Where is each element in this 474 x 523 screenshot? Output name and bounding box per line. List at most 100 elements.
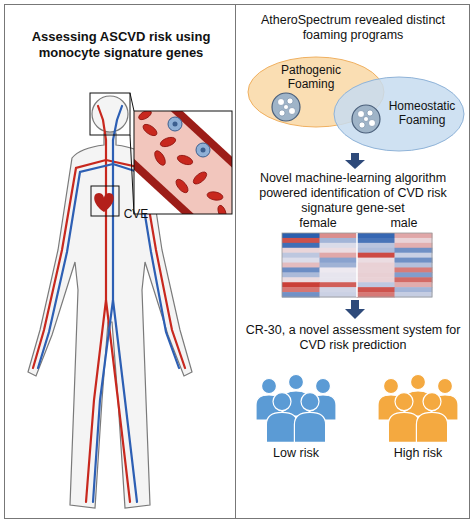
foam-cell: [352, 105, 380, 133]
heat-cell: [282, 272, 320, 277]
heat-cell: [395, 238, 433, 243]
risk-label: Low risk: [273, 446, 319, 461]
human-head: [92, 96, 128, 132]
heat-cell: [395, 282, 433, 287]
lipid-droplet: [278, 99, 285, 106]
person-body: [416, 412, 447, 442]
lipid-droplet: [279, 110, 285, 116]
person-head: [289, 375, 304, 390]
lipid-droplet: [284, 105, 289, 110]
heat-cell: [395, 233, 433, 238]
heat-cell: [395, 263, 433, 268]
heat-cell: [357, 272, 395, 277]
person-body: [266, 412, 297, 442]
heat-cell: [282, 233, 320, 238]
heat-cell: [357, 287, 395, 292]
column-label: female: [299, 216, 337, 231]
heat-cell: [282, 287, 320, 292]
zoom-line: [130, 93, 134, 111]
person-body: [388, 412, 419, 442]
step-text: AtheroSpectrum revealed distinct foaming…: [248, 13, 458, 43]
inset-frame: [134, 111, 232, 214]
heart-symbol: [94, 193, 113, 212]
heat-cell: [357, 282, 395, 287]
event-label: CVE: [124, 207, 149, 221]
heat-cell: [357, 267, 395, 272]
heat-cell: [320, 248, 358, 253]
heat-cell: [357, 243, 395, 248]
heat-cell: [395, 277, 433, 282]
heat-cell: [357, 253, 395, 258]
heat-cell: [320, 277, 358, 282]
heat-cell: [357, 263, 395, 268]
heat-cell: [282, 258, 320, 263]
blob-ellipse: [334, 77, 464, 151]
heat-cell: [282, 238, 320, 243]
heat-cell: [320, 233, 358, 238]
heat-cell: [282, 263, 320, 268]
heart-box: [91, 186, 119, 216]
heat-cell: [320, 258, 358, 263]
heatmap: [282, 233, 433, 298]
heat-cell: [395, 287, 433, 292]
heat-cell: [320, 272, 358, 277]
heat-cell: [282, 253, 320, 258]
heat-cell: [395, 248, 433, 253]
heat-cell: [320, 238, 358, 243]
step-text: CR-30, a novel assessment system for CVD…: [244, 323, 462, 353]
person-head: [438, 379, 453, 394]
blob-label: Homeostatic Foaming: [384, 99, 460, 128]
risk-label: High risk: [394, 446, 443, 461]
heat-cell: [395, 272, 433, 277]
heat-cell: [320, 267, 358, 272]
heat-cell: [357, 277, 395, 282]
person-head: [384, 379, 399, 394]
heat-cell: [320, 243, 358, 248]
heat-cell: [282, 243, 320, 248]
heat-cell: [357, 238, 395, 243]
people-icons: [256, 375, 458, 443]
step-text: Novel machine-learning algorithm powered…: [242, 171, 464, 216]
heat-cell: [320, 282, 358, 287]
arteries: [33, 106, 185, 502]
heat-cell: [282, 267, 320, 272]
heat-cell: [357, 258, 395, 263]
right-panel: AtheroSpectrum revealed distinct foaming…: [235, 4, 470, 519]
column-label: male: [390, 216, 417, 231]
heat-cell: [320, 263, 358, 268]
person-body: [294, 412, 325, 442]
vessel-inset: [134, 111, 232, 214]
heat-cell: [282, 248, 320, 253]
person-head: [316, 379, 331, 394]
person-head: [423, 393, 441, 411]
heat-frame: [282, 233, 432, 297]
blob-label: Pathogenic Foaming: [274, 63, 348, 92]
heat-cell: [320, 253, 358, 258]
flow-arrow: [345, 153, 365, 169]
heat-divider: [356, 233, 358, 297]
heat-cell: [395, 258, 433, 263]
lipid-droplet: [358, 111, 365, 118]
homeostatic-blob: Homeostatic Foaming: [332, 75, 466, 153]
lipid-droplet: [287, 98, 293, 104]
foam-cell: [272, 93, 300, 121]
person-head: [301, 393, 319, 411]
head-box: [90, 93, 130, 135]
heat-cell: [395, 243, 433, 248]
lipid-droplet: [289, 108, 296, 115]
lipid-droplet: [369, 120, 376, 127]
person-head: [395, 393, 413, 411]
left-panel: Assessing ASCVD risk using monocyte sign…: [4, 4, 236, 519]
lipid-droplet: [364, 117, 369, 122]
person-head: [411, 375, 426, 390]
panel-title: Assessing ASCVD risk using monocyte sign…: [15, 29, 227, 60]
heat-cell: [357, 233, 395, 238]
heat-cell: [395, 267, 433, 272]
person-head: [273, 393, 291, 411]
heat-cell: [357, 248, 395, 253]
heat-cell: [282, 277, 320, 282]
lipid-droplet: [367, 110, 373, 116]
flow-arrow: [345, 300, 365, 319]
lipid-droplet: [359, 122, 365, 128]
